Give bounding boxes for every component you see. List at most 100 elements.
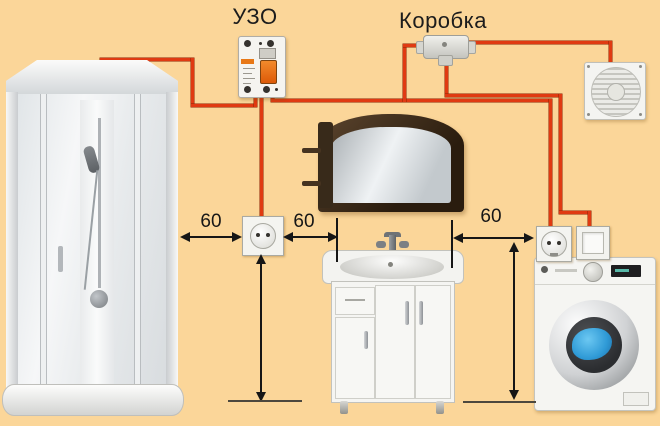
- rcd-marking-line: [243, 78, 255, 79]
- dimension-tick: [451, 220, 453, 268]
- arrowhead-up: [256, 254, 266, 264]
- arrowhead-up: [509, 242, 519, 252]
- vanity-door-left-handle: [364, 331, 368, 349]
- wire-segment: [445, 58, 448, 97]
- mirror-shelf: [302, 148, 321, 153]
- mirror: [318, 114, 464, 212]
- shower-door-handle: [58, 246, 63, 272]
- rcd-device: [238, 36, 286, 98]
- shower-back-column: [80, 100, 114, 390]
- light-switch-rocker: [582, 232, 604, 254]
- dimension-outlet-left: 60: [200, 211, 222, 232]
- fan-hub: [607, 83, 625, 101]
- shower-cabin: [2, 58, 184, 416]
- outlet-washer-hole: [557, 241, 561, 245]
- junction-box-screw: [442, 42, 447, 47]
- shower-mixer: [90, 290, 108, 308]
- junction-box: [416, 33, 476, 66]
- wire-segment: [403, 44, 425, 47]
- wire-segment: [100, 58, 194, 61]
- shower-base-tray: [2, 384, 184, 416]
- wire-segment: [191, 104, 257, 107]
- wire-segment: [609, 41, 612, 67]
- outlet-centre-hole: [256, 233, 260, 237]
- shower-right-post: [166, 92, 178, 392]
- dimension-line-vertical: [513, 248, 515, 394]
- arrowhead-right: [232, 232, 242, 242]
- rcd-terminal-screw: [244, 40, 251, 47]
- washer-logo: [541, 266, 548, 273]
- sink-bowl: [340, 255, 444, 279]
- rcd-label: УЗО: [232, 4, 278, 29]
- outlet-washer-face: [541, 231, 567, 257]
- rcd-marking-line: [243, 83, 251, 84]
- rcd-brand-strip: [241, 59, 254, 64]
- floor-reference-line: [463, 401, 536, 403]
- vanity-drawer: [335, 287, 375, 315]
- outlet-centre: [242, 216, 284, 256]
- wire-segment: [549, 99, 552, 229]
- rcd-terminal-screw: [267, 40, 274, 47]
- rcd-terminal-screw: [259, 42, 262, 45]
- dimension-line: [460, 237, 526, 239]
- rcd-lever: [260, 60, 277, 84]
- junction-box-bottom-nub: [438, 55, 453, 66]
- arrowhead-right: [328, 232, 338, 242]
- exhaust-fan: [584, 62, 646, 120]
- vanity-door-left: [335, 317, 375, 399]
- arrowhead-left: [453, 233, 463, 243]
- vanity-door-mid: [375, 285, 415, 399]
- vanity-leg: [340, 401, 348, 414]
- light-switch: [576, 226, 610, 260]
- rcd-terminal-screw: [244, 86, 251, 93]
- arrowhead-left: [283, 232, 293, 242]
- arrowhead-down: [256, 392, 266, 402]
- dimension-line-vertical: [260, 260, 262, 398]
- outlet-washer: [536, 226, 572, 262]
- faucet-body: [389, 235, 396, 253]
- fan-screw: [587, 113, 590, 116]
- wire-segment: [445, 94, 562, 97]
- dimension-line: [290, 236, 332, 238]
- dimension-washer: 60: [480, 206, 502, 227]
- faucet-handle: [376, 241, 386, 248]
- wire-segment: [588, 211, 591, 231]
- arrowhead-right: [524, 233, 534, 243]
- washer-display-digits: [615, 269, 629, 272]
- arrowhead-down: [509, 390, 519, 400]
- washer-filter-door: [623, 392, 649, 406]
- arrowhead-left: [180, 232, 190, 242]
- mirror-glass: [331, 127, 451, 203]
- dimension-tick: [336, 218, 338, 262]
- wire-segment: [559, 94, 562, 214]
- outlet-washer-ground-clip: [550, 253, 558, 256]
- wire-segment: [260, 90, 263, 222]
- shower-mullion: [134, 94, 141, 390]
- rcd-terminal-screw: [263, 86, 270, 93]
- outlet-centre-face: [250, 223, 276, 249]
- wire-segment: [271, 99, 552, 102]
- vanity-drawer-handle: [345, 299, 365, 301]
- outlet-centre-hole: [266, 233, 270, 237]
- rcd-terminal-screw: [275, 88, 278, 91]
- vanity-door-right-handle: [419, 301, 423, 325]
- rcd-marking-line: [243, 68, 255, 69]
- wire-segment: [254, 90, 257, 107]
- wire-segment: [559, 211, 591, 214]
- dimension-line: [188, 236, 238, 238]
- washer-panel-divider: [535, 284, 655, 285]
- sink-overflow: [388, 262, 393, 267]
- fan-screw: [639, 113, 642, 116]
- mirror-shelf: [302, 181, 321, 186]
- shower-slide-bar: [98, 118, 101, 288]
- fan-screw: [639, 65, 642, 68]
- rcd-marking-line: [243, 73, 252, 74]
- shower-mullion: [40, 94, 47, 390]
- wire-segment: [468, 41, 612, 44]
- washer-dial: [583, 262, 603, 282]
- shower-left-post: [6, 92, 18, 392]
- washing-machine: [534, 257, 656, 411]
- outlet-washer-hole: [547, 241, 551, 245]
- wire-segment: [191, 58, 194, 107]
